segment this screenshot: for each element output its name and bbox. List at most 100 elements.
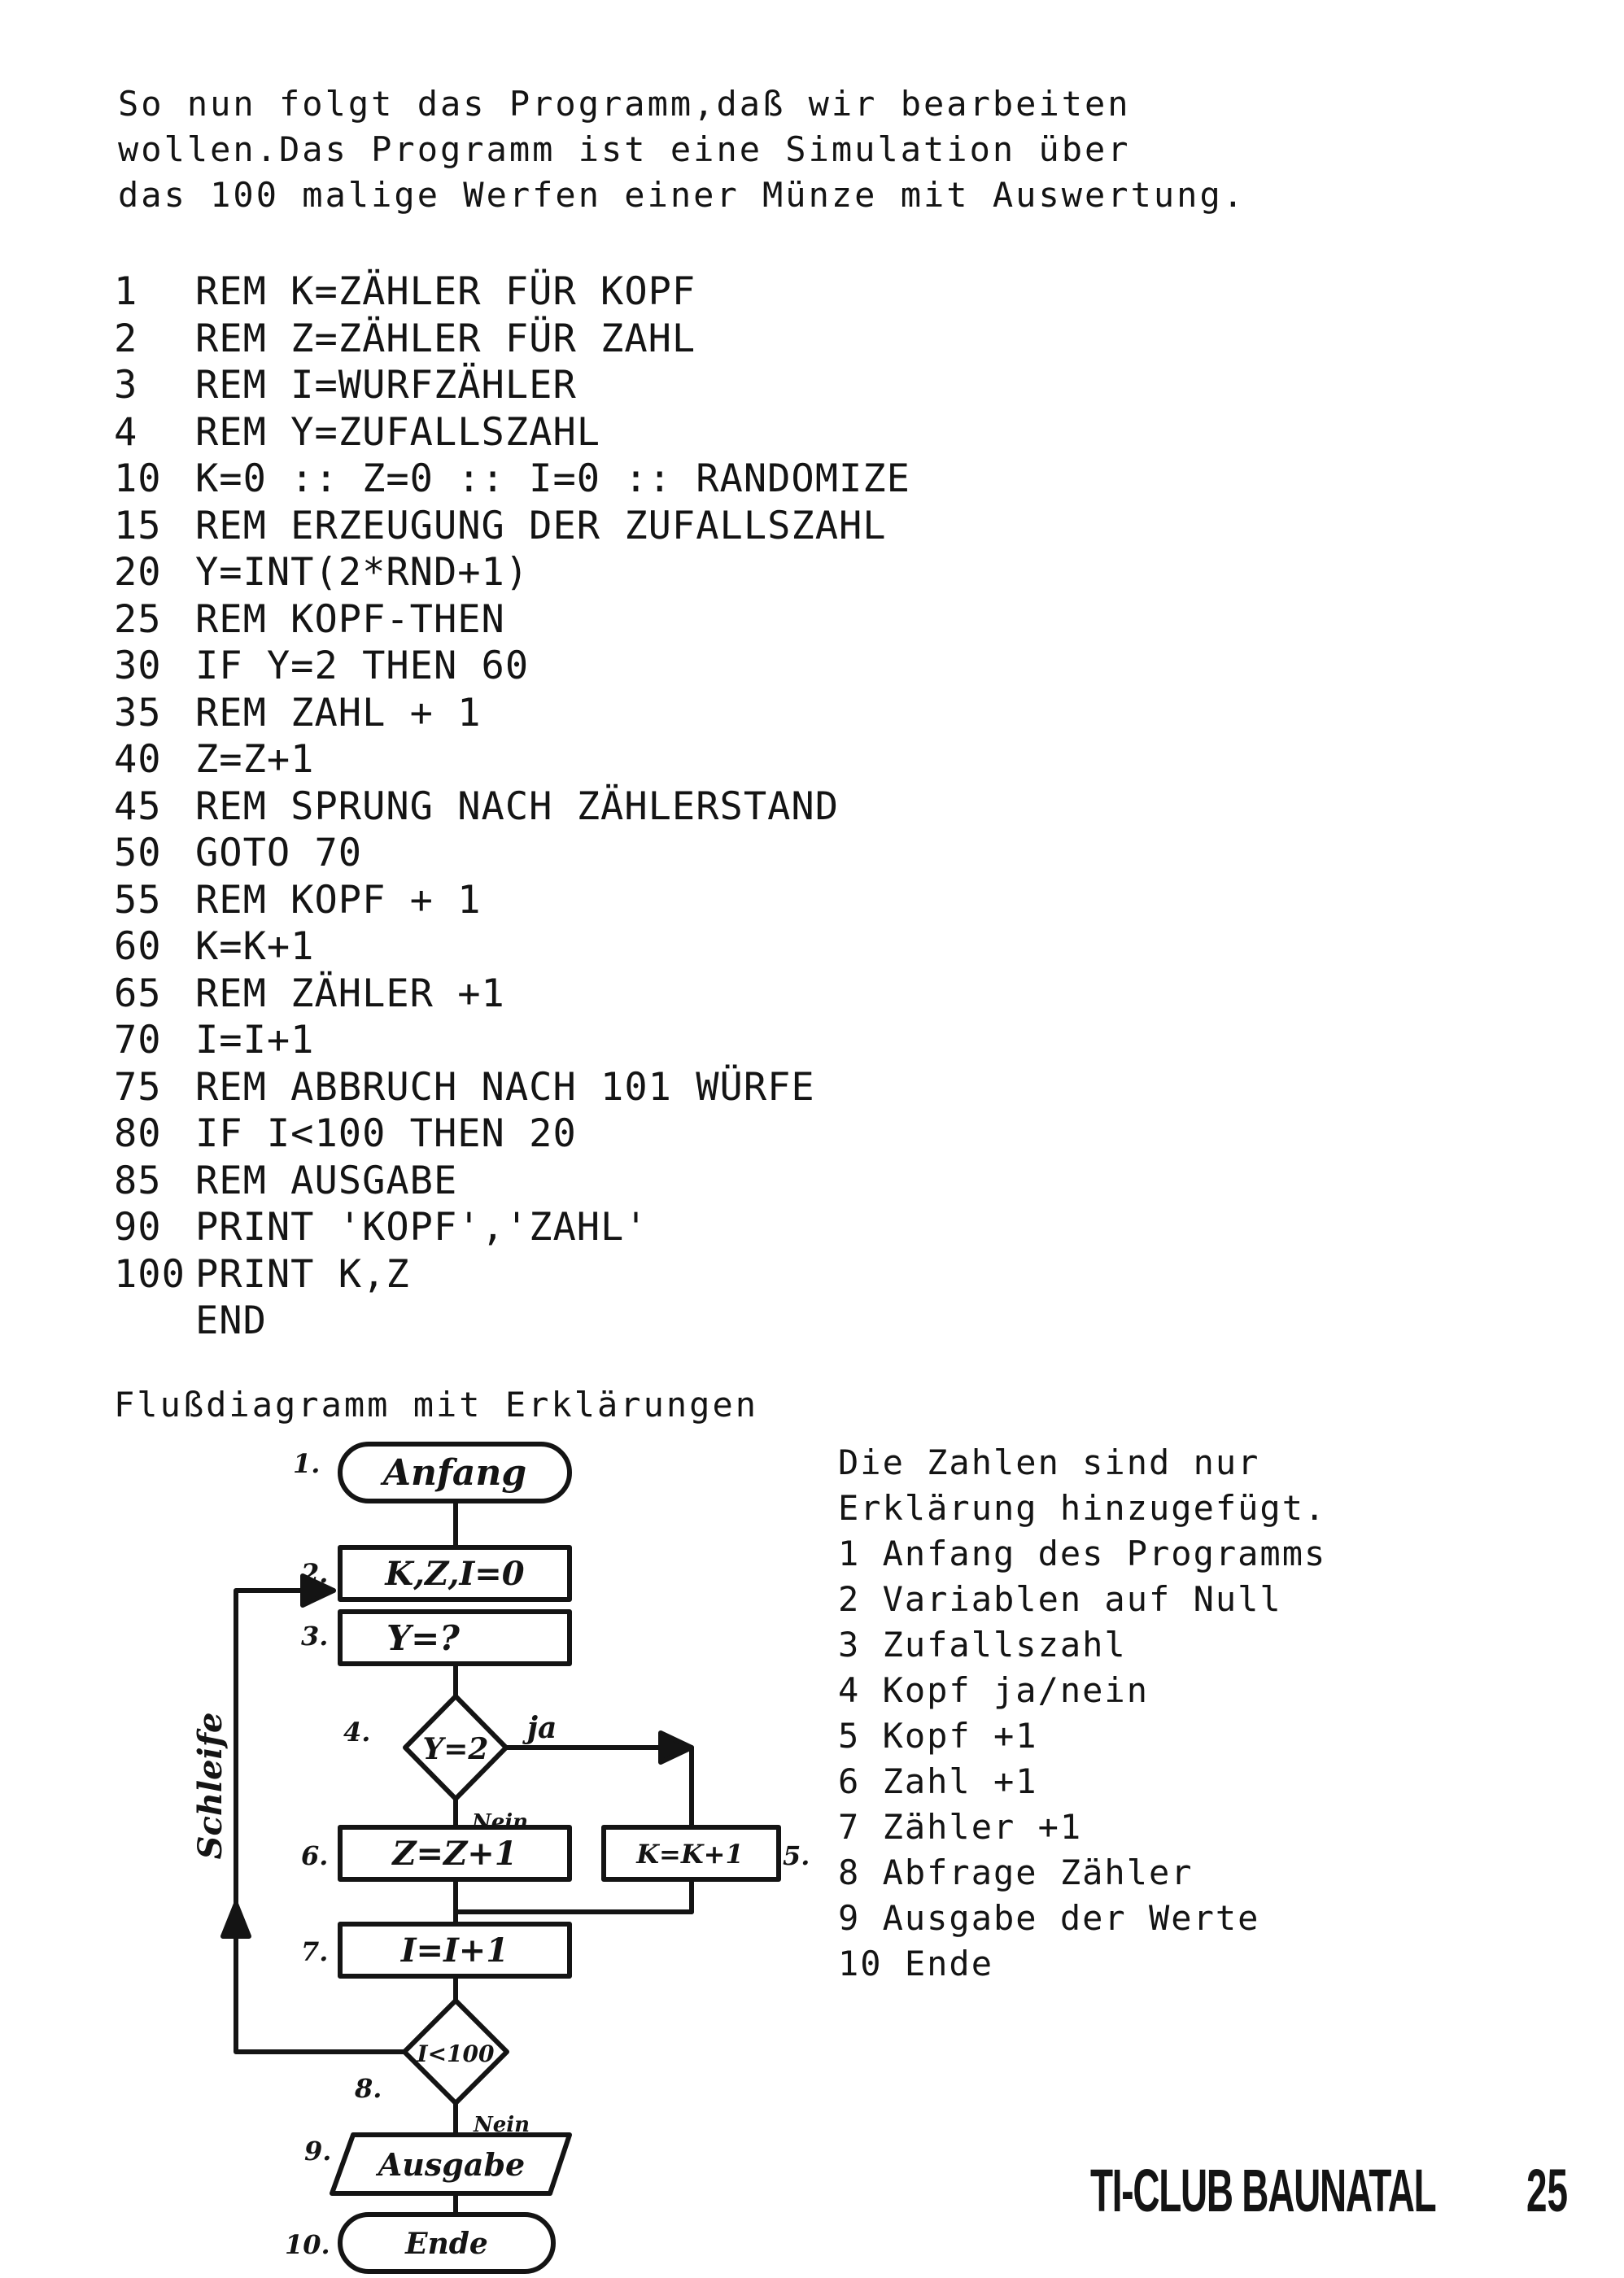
line-number: 40 (114, 737, 162, 782)
intro-paragraph: So nun folgt das Programm,daß wir bearbe… (118, 81, 1583, 218)
line-code: Z=Z+1 (195, 737, 315, 782)
line-code: PRINT K,Z (195, 1251, 410, 1297)
legend-line: 1 Anfang des Programms (838, 1534, 1327, 1573)
club-name: TI-CLUB BAUNATAL (1090, 2157, 1437, 2224)
line-number: 100 (114, 1251, 186, 1297)
random-label: Y=? (386, 1618, 460, 1658)
code-line: 60 K=K+1 (114, 923, 1253, 971)
decision-diamond-y (403, 1694, 509, 1801)
random-box (338, 1609, 572, 1666)
line-number: 65 (114, 971, 162, 1016)
line-number: 1 (114, 269, 138, 314)
line-code: REM K=ZÄHLER FÜR KOPF (195, 269, 696, 314)
line-number: 85 (114, 1158, 162, 1203)
loop-line (234, 1588, 407, 2054)
line-number: 75 (114, 1064, 162, 1110)
zahl-box (338, 1825, 572, 1882)
line-code: K=K+1 (195, 924, 315, 969)
yes-label: ja (522, 1711, 557, 1745)
init-box (338, 1545, 572, 1602)
legend-line: 3 Zufallszahl (838, 1625, 1127, 1665)
decision1-label: Y=2 (423, 1732, 489, 1766)
line-number: 25 (114, 596, 162, 642)
legend-line: 7 Zähler +1 (838, 1807, 1083, 1847)
code-line: 90 PRINT 'KOPF','ZAHL' (114, 1204, 1253, 1251)
step-number: 3. (301, 1621, 328, 1652)
page-number: 25 (1526, 2157, 1569, 2224)
code-line: 40 Z=Z+1 (114, 736, 1253, 783)
code-line: 85 REM AUSGABE (114, 1158, 1253, 1205)
line-number: 10 (114, 456, 162, 501)
line-number: 90 (114, 1205, 162, 1250)
line-code: REM Z=ZÄHLER FÜR ZAHL (195, 316, 696, 361)
line-number: 45 (114, 783, 162, 829)
output-label: Ausgabe (376, 2146, 525, 2183)
decision2-label: I<100 (416, 2040, 495, 2067)
line-code: IF I<100 THEN 20 (195, 1111, 577, 1156)
output-parallelogram (330, 2132, 572, 2196)
line-number: 55 (114, 877, 162, 923)
line-code: REM ZÄHLER +1 (195, 971, 505, 1016)
intro-line: So nun folgt das Programm,daß wir bearbe… (118, 84, 1131, 124)
line-code: REM KOPF-THEN (195, 596, 505, 642)
decision-diamond-i (402, 1998, 509, 2106)
legend-line: 10 Ende (838, 1944, 994, 1983)
code-line: 1 REM K=ZÄHLER FÜR KOPF (114, 268, 1253, 316)
legend-line: 6 Zahl +1 (838, 1761, 1038, 1801)
line-number: 15 (114, 503, 162, 548)
intro-line: wollen.Das Programm ist eine Simulation … (118, 129, 1131, 169)
legend-line: 4 Kopf ja/nein (838, 1670, 1150, 1710)
line-number: 4 (114, 409, 138, 455)
line-number: 20 (114, 550, 162, 595)
init-label: K,Z,I=0 (384, 1555, 524, 1593)
line-number: 70 (114, 1018, 162, 1063)
step-number: 6. (301, 1840, 328, 1871)
line-code: IF Y=2 THEN 60 (195, 644, 530, 688)
legend-line: Erklärung hinzugefügt. (838, 1488, 1327, 1528)
flowchart-heading: Flußdiagramm mit Erklärungen (114, 1385, 759, 1425)
line-number: 60 (114, 924, 162, 969)
legend-line: 8 Abfrage Zähler (838, 1853, 1194, 1892)
no2-label: Nein (473, 2113, 530, 2137)
legend-line: 5 Kopf +1 (838, 1716, 1038, 1756)
line-code: K=0 :: Z=0 :: I=0 :: RANDOMIZE (195, 456, 910, 501)
line-code: REM AUSGABE (195, 1158, 458, 1203)
line-number: 80 (114, 1111, 162, 1156)
step-number: 7. (301, 1936, 328, 1967)
loop-label: Schleife (191, 1713, 229, 1860)
kopf-label: K=K+1 (635, 1839, 744, 1870)
intro-line: das 100 malige Werfen einer Münze mit Au… (118, 175, 1246, 215)
start-terminal (338, 1442, 572, 1503)
legend-line: 2 Variablen auf Null (838, 1579, 1282, 1619)
line-code: REM ZAHL + 1 (195, 690, 482, 735)
code-line: 45 REM SPRUNG NACH ZÄHLERSTAND (114, 783, 1253, 831)
code-line: 65 REM ZÄHLER +1 (114, 971, 1253, 1018)
code-line: 10 K=0 :: Z=0 :: I=0 :: RANDOMIZE (114, 456, 1253, 503)
start-label: Anfang (380, 1452, 526, 1494)
line-code: REM Y=ZUFALLSZAHL (195, 409, 601, 455)
step-number: 5. (783, 1840, 810, 1871)
step-number: 4. (343, 1717, 370, 1748)
legend-line: Die Zahlen sind nur (838, 1442, 1260, 1482)
legend-line: 9 Ausgabe der Werte (838, 1898, 1260, 1938)
kopf-box (601, 1825, 781, 1882)
counter-box (338, 1922, 572, 1979)
line-code: REM SPRUNG NACH ZÄHLERSTAND (195, 783, 840, 829)
counter-label: I=I+1 (400, 1931, 509, 1970)
code-line: 80 IF I<100 THEN 20 (114, 1111, 1253, 1158)
end-label: Ende (404, 2227, 488, 2261)
line-code: REM I=WURFZÄHLER (195, 363, 577, 408)
line-number: 3 (114, 363, 138, 408)
line-code: END (195, 1298, 267, 1343)
line-code: PRINT 'KOPF','ZAHL' (195, 1205, 648, 1250)
